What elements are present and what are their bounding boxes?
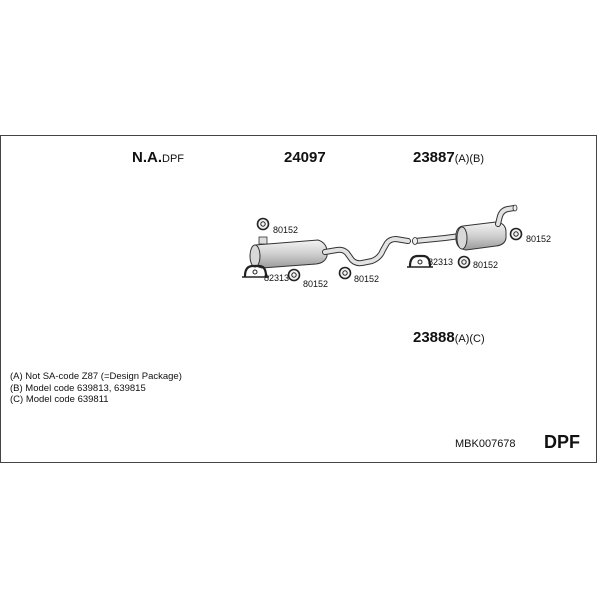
clamp-part-number: 80152 [354,274,380,284]
front-muffler-icon [249,236,328,269]
kit-code: MBK007678 [455,438,516,450]
na-label-main: N.A. [132,149,162,166]
rear-muffler-icon [412,204,518,251]
hanger-part-number: 82313 [428,257,454,267]
part-label-suffix: (A)(C) [454,333,485,345]
note-c: (C) Model code 639811 [10,394,109,405]
clamp-icon [509,227,523,241]
na-label-suffix: DPF [162,153,184,165]
part-label-suffix: (A)(B) [454,153,485,165]
intermediate-pipe-icon [322,236,411,267]
hanger-part-number: 82313 [264,273,290,283]
notes-list: (A) Not SA-code Z87 (=Design Package) (B… [10,371,182,406]
clamp-icon [287,268,301,282]
part-label-main: 24097 [284,149,326,166]
clamp-part-number: 80152 [273,225,299,235]
diagram-frame [0,135,597,463]
part-label-23887: 23887(A)(B) [413,150,484,166]
na-label: N.A.DPF [132,150,184,166]
clamp-part-number: 80152 [303,279,329,289]
part-label-23888: 23888(A)(C) [413,330,485,346]
note-b: (B) Model code 639813, 639815 [10,382,146,394]
clamp-icon [338,266,352,280]
part-label-main: 23888 [413,329,455,346]
part-label-24097: 24097 [284,150,326,166]
hanger-icon [407,254,433,268]
clamp-icon [256,217,270,231]
hanger-icon [242,264,269,278]
dpf-type-label: DPF [544,432,580,452]
note-a: (A) Not SA-code Z87 (=Design Package) [10,371,182,382]
clamp-icon [457,255,471,269]
part-label-main: 23887 [413,149,455,166]
clamp-part-number: 80152 [473,260,499,270]
clamp-part-number: 80152 [526,234,552,244]
